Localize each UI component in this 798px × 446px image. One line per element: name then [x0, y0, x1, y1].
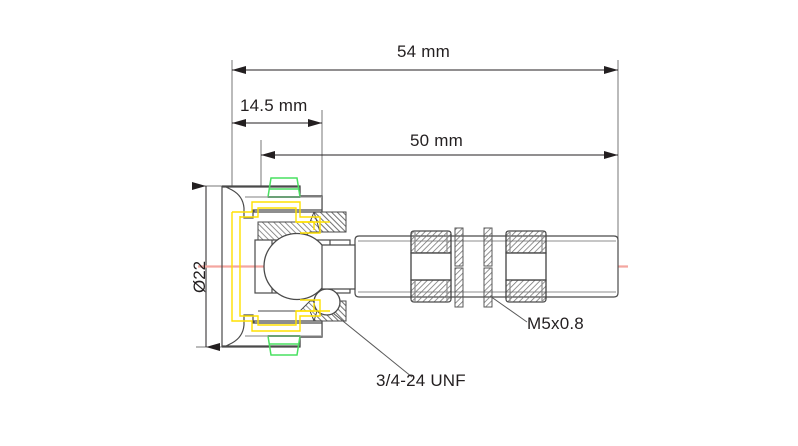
hex-nut-2 [505, 230, 547, 303]
hex-nut-1 [410, 230, 452, 303]
leader-line-unf [332, 312, 413, 378]
rubber-boot-seal [231, 201, 330, 332]
leader-line-m5 [489, 295, 528, 323]
callout-label-unf: 3/4-24 UNF [376, 371, 466, 390]
dimension-label-54mm: 54 mm [397, 42, 450, 61]
washer-1 [454, 227, 464, 308]
dimension-label-diameter22: Ø22 [190, 260, 209, 293]
callout-label-m5: M5x0.8 [527, 314, 584, 333]
housing-rim-lines [245, 196, 322, 337]
dimension-label-14-5mm: 14.5 mm [240, 96, 308, 115]
ball-neck [321, 244, 356, 290]
washer-2 [483, 227, 493, 308]
dimension-label-50mm: 50 mm [410, 131, 463, 150]
